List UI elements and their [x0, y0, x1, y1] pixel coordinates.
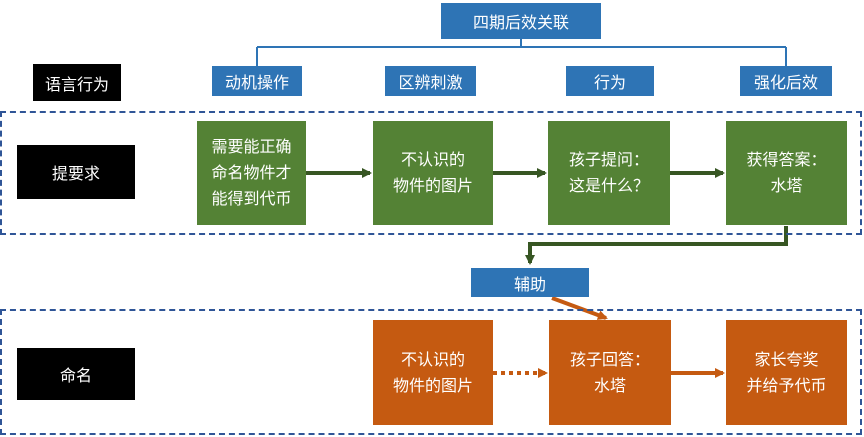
mand-row-panel — [0, 111, 862, 235]
assist-label: 辅助 — [471, 268, 589, 297]
row-label-tact: 命名 — [17, 348, 135, 400]
arrow-assist-diagonal — [551, 296, 608, 320]
title-bracket — [256, 39, 787, 66]
mand-box-motivating-operation: 需要能正确 命名物件才 能得到代币 — [197, 121, 306, 225]
mand-box-reinforcement: 获得答案： 水塔 — [726, 121, 847, 225]
row-label-mand: 提要求 — [17, 145, 135, 199]
column-header-motivating-operation: 动机操作 — [212, 66, 302, 96]
diagram-title: 四期后效关联 — [441, 3, 601, 39]
tact-box-reinforcement: 家长夸奖 并给予代币 — [726, 320, 847, 425]
tact-box-stimulus: 不认识的 物件的图片 — [373, 320, 493, 425]
row-header-verbal-behavior: 语言行为 — [33, 64, 121, 101]
tact-box-behavior: 孩子回答： 水塔 — [549, 320, 671, 425]
arrow-to-assist — [525, 226, 788, 265]
column-header-reinforcement: 强化后效 — [740, 66, 832, 96]
column-header-discriminative-stimulus: 区辨刺激 — [385, 66, 476, 96]
column-header-behavior: 行为 — [566, 66, 654, 96]
mand-box-behavior: 孩子提问： 这是什么？ — [548, 121, 670, 225]
mand-box-stimulus: 不认识的 物件的图片 — [373, 121, 493, 225]
tact-row-panel — [0, 309, 862, 435]
